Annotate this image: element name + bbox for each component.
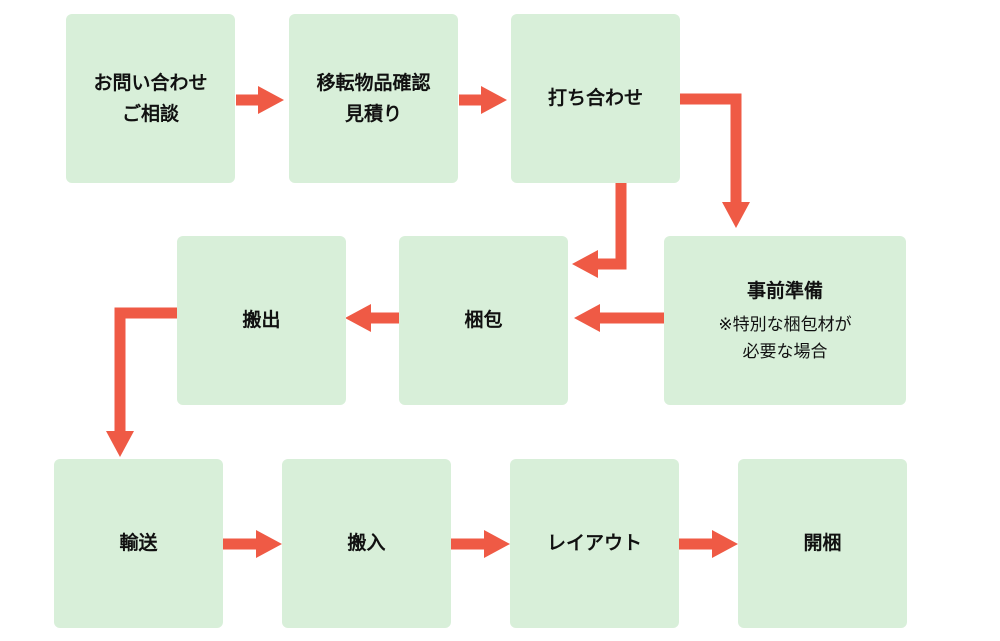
step-unpacking-label: 開梱 <box>803 532 842 555</box>
arrow-meeting-to-packing <box>572 183 627 278</box>
step-packing: 梱包 <box>399 236 568 405</box>
step-preparation: 事前準備 ※特別な梱包材が 必要な場合 <box>664 236 906 405</box>
step-carry-out: 搬出 <box>177 236 346 405</box>
step-packing-label: 梱包 <box>464 309 503 332</box>
step-meeting: 打ち合わせ <box>511 14 680 183</box>
step-survey-estimate: 移転物品確認 見積り <box>289 14 458 183</box>
step-transport-label: 輸送 <box>119 532 158 555</box>
step-inquiry: お問い合わせ ご相談 <box>66 14 235 183</box>
step-survey-estimate-label: 移転物品確認 見積り <box>316 72 431 125</box>
step-preparation-note: ※特別な梱包材が 必要な場合 <box>718 315 852 362</box>
step-preparation-label: 事前準備 <box>746 279 823 302</box>
step-carry-in: 搬入 <box>282 459 451 628</box>
step-layout: レイアウト <box>510 459 679 628</box>
arrow-carry-out-to-transport <box>106 307 177 457</box>
step-carry-in-label: 搬入 <box>347 532 386 555</box>
step-layout-label: レイアウト <box>546 532 642 555</box>
step-transport: 輸送 <box>54 459 223 628</box>
arrow-meeting-to-preparation <box>680 93 750 228</box>
step-meeting-label: 打ち合わせ <box>547 87 643 110</box>
step-unpacking: 開梱 <box>738 459 907 628</box>
step-inquiry-label: お問い合わせ ご相談 <box>93 72 208 125</box>
step-carry-out-label: 搬出 <box>242 309 281 332</box>
